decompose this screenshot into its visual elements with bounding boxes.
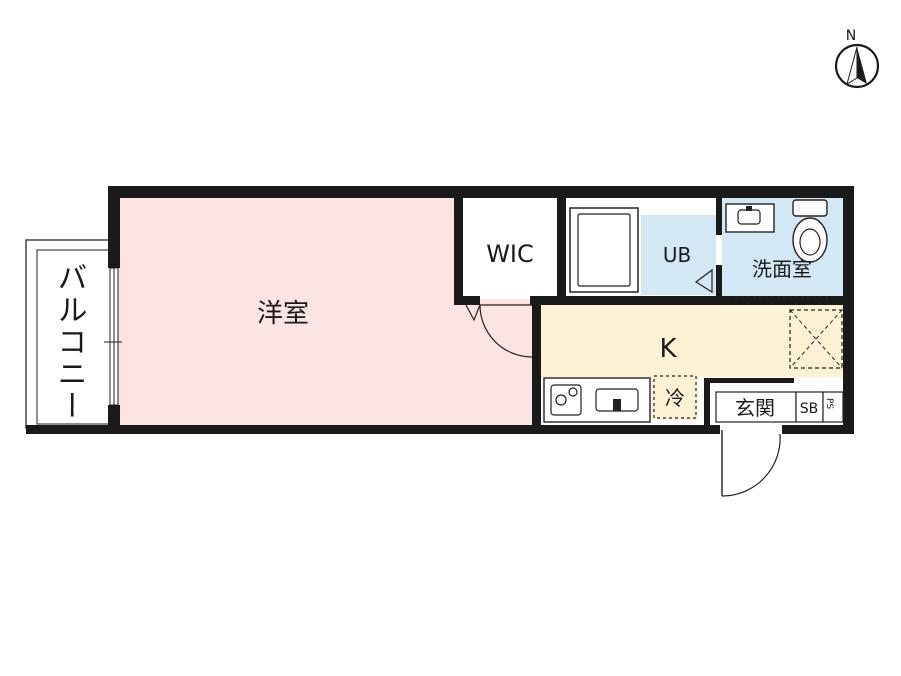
wic-room bbox=[463, 197, 559, 299]
wall-right bbox=[843, 186, 854, 434]
wall-bottom bbox=[26, 425, 720, 434]
balcony-window bbox=[104, 267, 122, 406]
wall-wic-left bbox=[454, 197, 463, 305]
pipe-space-label: PS bbox=[824, 398, 834, 409]
shoe-box-label: SB bbox=[800, 401, 819, 417]
kitchen-label: K bbox=[659, 334, 677, 364]
toilet bbox=[792, 199, 828, 263]
wall-kitchen-top bbox=[530, 296, 843, 305]
wic-label: WIC bbox=[486, 240, 534, 268]
unit-bath-label: UB bbox=[663, 243, 691, 267]
fridge-space bbox=[652, 374, 698, 420]
wall-bath-divider bbox=[716, 197, 722, 235]
entrance-area bbox=[715, 391, 844, 423]
fridge-outline bbox=[653, 375, 697, 419]
wall-left-bottom bbox=[108, 405, 120, 434]
wall-bottom-right bbox=[782, 425, 854, 434]
unit-bath bbox=[641, 215, 716, 295]
wall-wic-bottom bbox=[454, 296, 480, 305]
kitchen bbox=[541, 305, 845, 377]
wall-entrance-left bbox=[704, 378, 710, 425]
kitchen-counter bbox=[543, 377, 651, 423]
bathtub bbox=[569, 207, 639, 293]
balcony-label: バルコニー bbox=[52, 262, 87, 422]
entrance-label: 玄関 bbox=[735, 396, 775, 420]
fridge-label: 冷 bbox=[665, 386, 685, 410]
balcony: バルコニー bbox=[25, 239, 113, 429]
western-room-label: 洋室 bbox=[257, 299, 309, 329]
entrance-door bbox=[721, 430, 781, 497]
balcony-outline bbox=[25, 239, 113, 429]
north-arrow-half bbox=[846, 46, 858, 86]
wic-door bbox=[465, 304, 533, 358]
wall-bath-divider-2 bbox=[716, 265, 722, 297]
wall-top bbox=[108, 186, 854, 198]
interior-walls bbox=[454, 197, 843, 425]
wall-kitchen-left bbox=[532, 305, 541, 425]
compass: N bbox=[834, 28, 880, 89]
compass-north-label: N bbox=[846, 28, 856, 44]
pipe-space bbox=[822, 391, 844, 423]
wall-wic-right bbox=[557, 197, 566, 305]
washroom-label: 洗面室 bbox=[752, 257, 812, 281]
shoe-box bbox=[795, 391, 824, 423]
outer-walls bbox=[26, 186, 854, 434]
kitchen-storage bbox=[789, 309, 843, 369]
wall-left-top bbox=[108, 186, 120, 268]
wall-entrance-top bbox=[704, 378, 794, 383]
ub-door bbox=[694, 268, 713, 294]
wash-basin bbox=[725, 203, 775, 233]
